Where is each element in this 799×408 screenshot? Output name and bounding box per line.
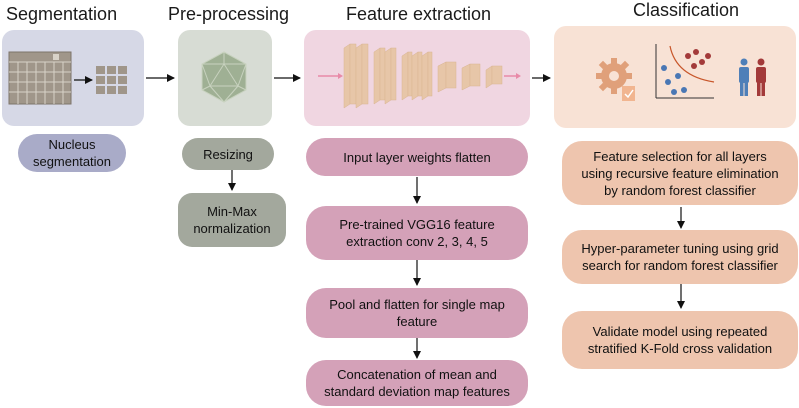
gear-icon	[596, 58, 635, 101]
step-feature-selection: Feature selection for all layers using r…	[562, 141, 798, 205]
scatter-plot-icon	[655, 44, 715, 99]
step-validate-model: Validate model using repeated stratified…	[562, 311, 798, 369]
step-nucleus-segmentation: Nucleus segmentation	[18, 134, 126, 172]
step-minmax-normalization: Min-Max normalization	[178, 193, 286, 247]
step-concatenation: Concatenation of mean and standard devia…	[306, 360, 528, 406]
stage-title-segmentation: Segmentation	[6, 4, 118, 24]
stage-title-classification: Classification	[633, 0, 740, 20]
calendar-grid-icon	[8, 51, 72, 105]
cnn-layers-icon	[318, 43, 521, 109]
icosahedron-icon	[201, 51, 247, 103]
people-icon	[739, 58, 766, 96]
small-grid-icon	[96, 66, 127, 94]
step-vgg16-extraction: Pre-trained VGG16 feature extraction con…	[306, 206, 528, 260]
step-resizing: Resizing	[182, 138, 274, 170]
step-hyperparameter-tuning: Hyper-parameter tuning using grid search…	[562, 230, 798, 284]
classification-panel	[554, 26, 796, 128]
stage-title-preprocessing: Pre-processing	[168, 4, 290, 24]
step-pool-flatten: Pool and flatten for single map feature	[306, 288, 528, 338]
stage-title-feature-extraction: Feature extraction	[346, 4, 492, 24]
step-input-layer-flatten: Input layer weights flatten	[306, 138, 528, 176]
